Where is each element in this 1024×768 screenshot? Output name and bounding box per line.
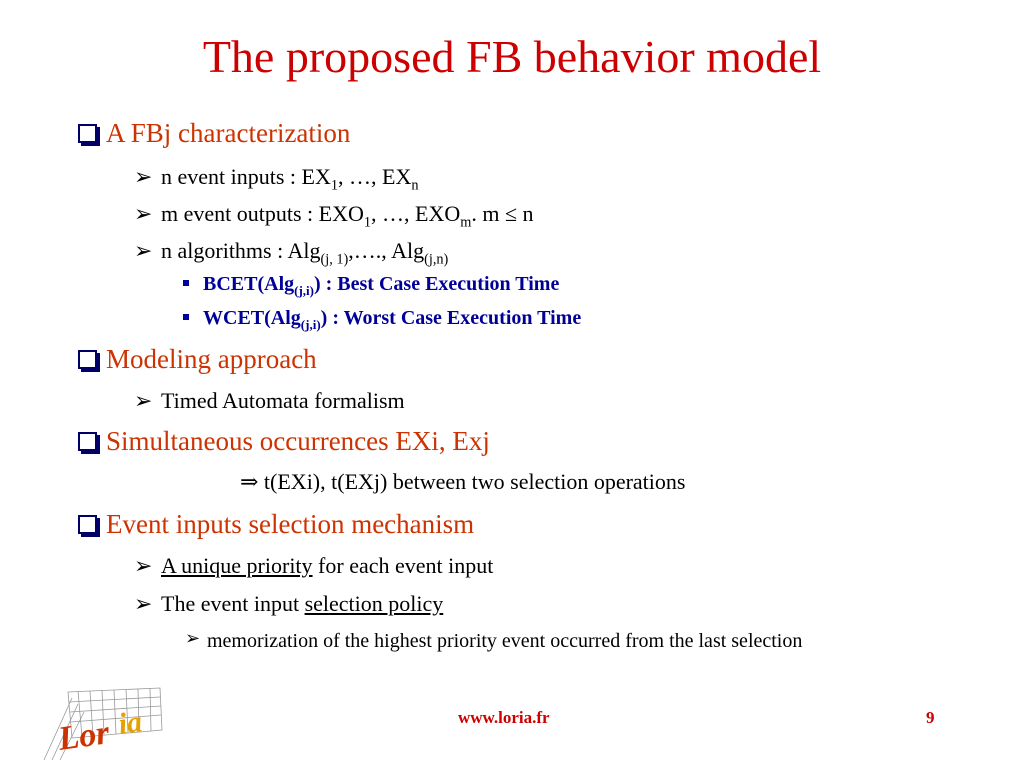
sub-bullet-wcet: WCET(Alg(j,i)) : Worst Case Execution Ti… [183, 307, 581, 333]
subscript: m [460, 214, 472, 231]
checkbox-bullet-icon [78, 124, 97, 143]
heading-text: A FBj characterization [106, 118, 351, 148]
subscript: 1 [330, 177, 339, 194]
underlined-term: A unique priority [161, 553, 313, 578]
bullet-text: ,…., Alg [348, 238, 425, 263]
bullet-unique-priority: ➢ A unique priority for each event input [134, 553, 493, 579]
arrow-bullet-icon: ➢ [134, 591, 153, 616]
checkbox-bullet-icon [78, 432, 97, 451]
bullet-text: WCET(Alg [203, 307, 301, 329]
arrow-bullet-icon: ➢ [134, 388, 153, 413]
subscript: (j,i) [300, 317, 321, 332]
arrow-bullet-icon: ➢ [134, 238, 153, 263]
section-heading-modeling: Modeling approach [78, 344, 317, 375]
underlined-term: selection policy [304, 591, 444, 616]
bullet-text: , …, EXO [371, 201, 461, 226]
logo-grid-graphic [43, 687, 163, 761]
arrow-bullet-icon: ➢ [185, 628, 201, 648]
heading-text: Modeling approach [106, 344, 317, 374]
heading-text: Simultaneous occurrences EXi, Exj [106, 426, 490, 456]
arrow-bullet-icon: ➢ [134, 201, 153, 226]
svg-text:ia: ia [116, 705, 144, 741]
subscript: 1 [363, 214, 372, 231]
bullet-text: n event inputs : EX [161, 164, 331, 189]
subscript: (j, 1) [320, 251, 349, 268]
arrow-bullet-icon: ➢ [134, 553, 153, 578]
bullet-timed-automata: ➢ Timed Automata formalism [134, 388, 405, 414]
checkbox-bullet-icon [78, 350, 97, 369]
bullet-text: , …, EX [338, 164, 412, 189]
arrow-bullet-icon: ➢ [134, 164, 153, 189]
svg-text:Lor: Lor [55, 714, 112, 758]
subscript: (j,n) [424, 251, 449, 268]
bullet-text: ) : Best Case Execution Time [313, 273, 560, 295]
bullet-event-outputs: ➢ m event outputs : EXO1, …, EXOm. m ≤ n [134, 201, 534, 231]
bullet-text: The event input [161, 591, 305, 616]
page-number: 9 [926, 708, 935, 727]
bullet-text: m event outputs : EXO [161, 201, 364, 226]
checkbox-bullet-icon [78, 515, 97, 534]
bullet-text: n algorithms : Alg [161, 238, 321, 263]
slide-title: The proposed FB behavior model [202, 31, 822, 82]
subscript: (j,i) [294, 283, 314, 298]
bullet-text: Timed Automata formalism [161, 388, 405, 413]
section-heading-simultaneous: Simultaneous occurrences EXi, Exj [78, 426, 490, 457]
heading-text: Event inputs selection mechanism [106, 509, 475, 539]
sub-bullet-bcet: BCET(Alg(j,i)) : Best Case Execution Tim… [183, 273, 559, 299]
section-heading-selection: Event inputs selection mechanism [78, 509, 474, 540]
subscript: n [411, 177, 419, 194]
bullet-text: for each event input [312, 553, 494, 578]
footer-url: www.loria.fr [458, 708, 550, 727]
sub-bullet-memorization: ➢ memorization of the highest priority ev… [185, 628, 907, 654]
bullet-selection-policy: ➢ The event input selection policy [134, 591, 443, 617]
logo-lettering-graphic: Lor ia [55, 705, 144, 758]
square-bullet-icon [183, 314, 189, 321]
bullet-algorithms: ➢ n algorithms : Alg(j, 1),…., Alg(j,n) [134, 238, 448, 268]
section-heading-characterization: A FBj characterization [78, 118, 350, 149]
bullet-text: BCET(Alg [203, 273, 295, 295]
bullet-text: . m ≤ n [471, 201, 534, 226]
bullet-text: memorization of the highest priority eve… [207, 630, 803, 652]
implies-line: ⇒ t(EXi), t(EXj) between two selection o… [240, 469, 686, 494]
loria-logo: Lor ia [43, 687, 163, 761]
bullet-text: ) : Worst Case Execution Time [320, 307, 582, 329]
square-bullet-icon [183, 280, 189, 287]
bullet-event-inputs: ➢ n event inputs : EX1, …, EXn [134, 164, 419, 194]
